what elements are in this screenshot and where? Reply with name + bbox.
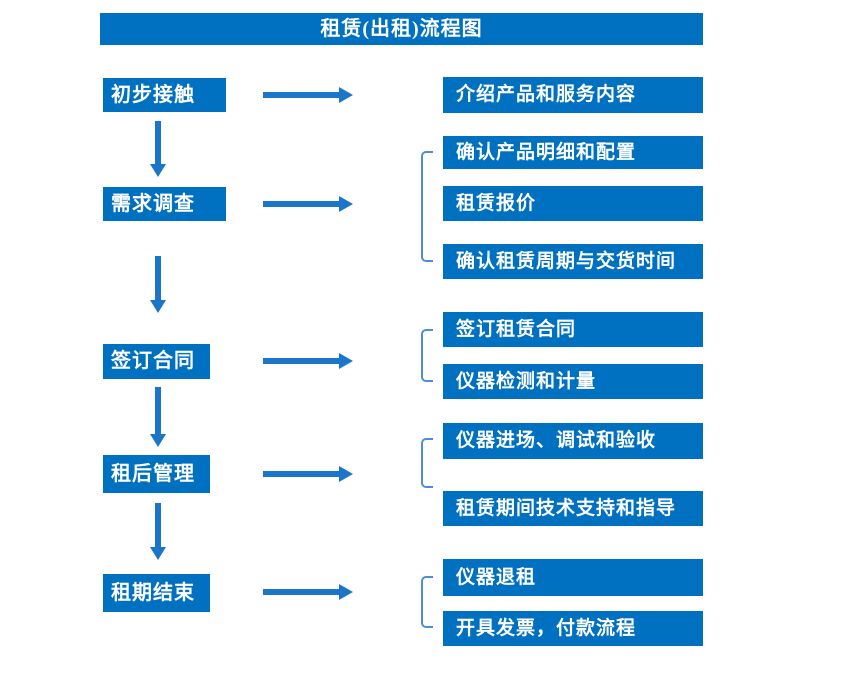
arrow-right-icon <box>263 353 353 369</box>
arrow-right-icon <box>263 466 353 482</box>
detail-rental-quote: 租赁报价 <box>443 186 703 221</box>
detail-instrument-setup-acceptance: 仪器进场、调试和验收 <box>443 423 703 459</box>
group-bracket-icon <box>421 329 433 382</box>
step-post-rental-management: 租后管理 <box>103 455 210 493</box>
detail-instrument-inspection-metering: 仪器检测和计量 <box>443 364 703 399</box>
step-sign-contract: 签订合同 <box>103 344 210 379</box>
arrow-down-icon <box>150 121 166 177</box>
detail-tech-support-guidance: 租赁期间技术支持和指导 <box>443 491 703 526</box>
arrow-down-icon <box>150 503 166 560</box>
detail-sign-lease-contract: 签订租赁合同 <box>443 312 703 347</box>
arrow-right-icon <box>263 87 353 103</box>
step-demand-survey: 需求调查 <box>103 187 226 221</box>
step-initial-contact: 初步接触 <box>103 78 226 112</box>
step-lease-end: 租期结束 <box>103 574 210 612</box>
diagram-title: 租赁(出租)流程图 <box>100 13 703 45</box>
arrow-right-icon <box>263 584 353 600</box>
group-bracket-icon <box>421 438 433 488</box>
arrow-down-icon <box>150 387 166 447</box>
detail-intro-products-services: 介绍产品和服务内容 <box>443 77 703 113</box>
group-bracket-icon <box>421 576 433 628</box>
detail-confirm-product-config: 确认产品明细和配置 <box>443 136 703 169</box>
group-bracket-icon <box>421 151 433 262</box>
arrow-down-icon <box>150 256 166 313</box>
arrow-right-icon <box>263 196 353 212</box>
detail-confirm-lease-period-delivery: 确认租赁周期与交货时间 <box>443 244 703 279</box>
detail-invoice-payment-process: 开具发票，付款流程 <box>443 611 703 646</box>
detail-instrument-return: 仪器退租 <box>443 559 703 596</box>
